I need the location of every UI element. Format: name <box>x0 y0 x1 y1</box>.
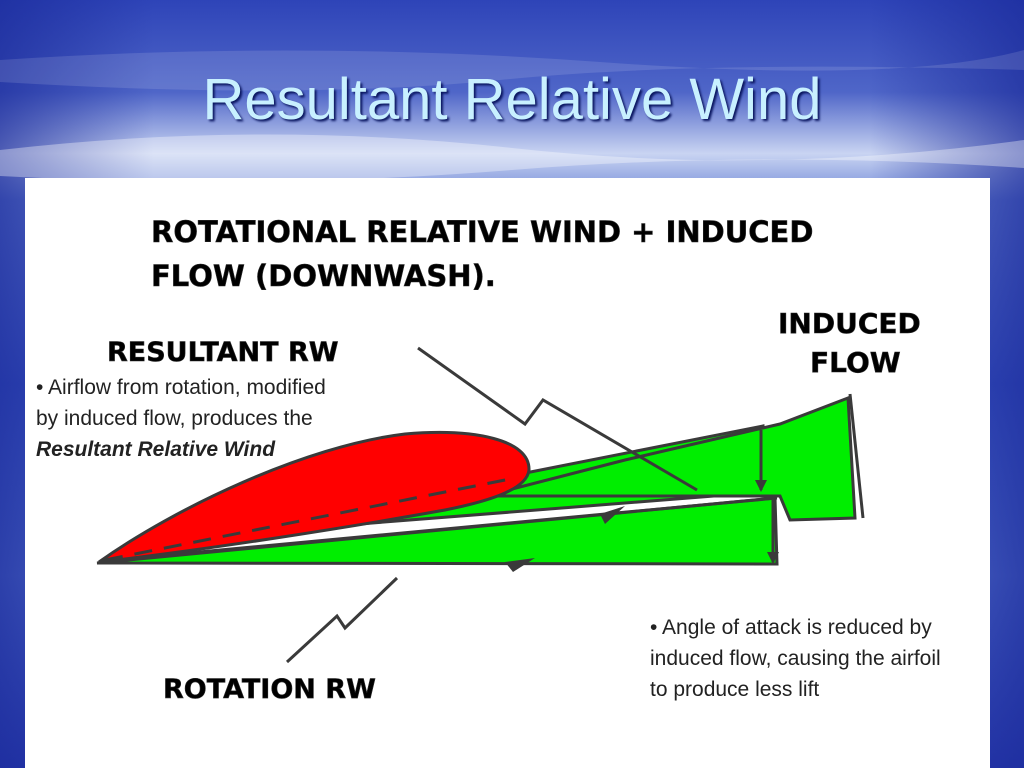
note-left-text: Airflow from rotation, modified by induc… <box>36 376 326 430</box>
note-right-bullet: • <box>650 616 658 639</box>
note-angle-of-attack: • Angle of attack is reduced by induced … <box>650 612 950 705</box>
induced-flow-leader <box>848 393 865 519</box>
resultant-rw-arrowhead <box>600 506 625 524</box>
note-left-bullet: • <box>36 376 44 399</box>
rotation-rw-leader <box>285 576 399 664</box>
induced-flow-label-line2: FLOW <box>810 346 901 379</box>
resultant-rw-vector <box>134 496 778 560</box>
airfoil <box>98 431 531 564</box>
induced-flow-arrow-2-head <box>767 552 779 564</box>
induced-flow-label-line1: INDUCED <box>778 307 921 340</box>
slide-title: Resultant Relative Wind <box>202 67 822 132</box>
content-panel: ROTATIONAL RELATIVE WIND + INDUCED FLOW … <box>25 178 990 768</box>
rotation-rw-label: ROTATION RW <box>163 674 376 705</box>
note-left-emphasis: Resultant Relative Wind <box>36 438 276 461</box>
resultant-rw-label: RESULTANT RW <box>107 337 339 368</box>
resultant-rw-leader <box>417 346 698 492</box>
induced-flow-arrow-1-head <box>755 480 767 492</box>
rotor-airflow-diagram: ROTATIONAL RELATIVE WIND + INDUCED FLOW … <box>96 215 921 705</box>
note-airflow-resultant: • Airflow from rotation, modified by ind… <box>36 372 336 465</box>
diagram-heading-line1: ROTATIONAL RELATIVE WIND + INDUCED <box>151 215 813 249</box>
chord-line <box>104 476 516 562</box>
diagram-heading-line2: FLOW (DOWNWASH). <box>151 259 496 293</box>
rotation-rw-arrowhead <box>505 558 535 572</box>
note-right-text: Angle of attack is reduced by induced fl… <box>650 616 941 701</box>
